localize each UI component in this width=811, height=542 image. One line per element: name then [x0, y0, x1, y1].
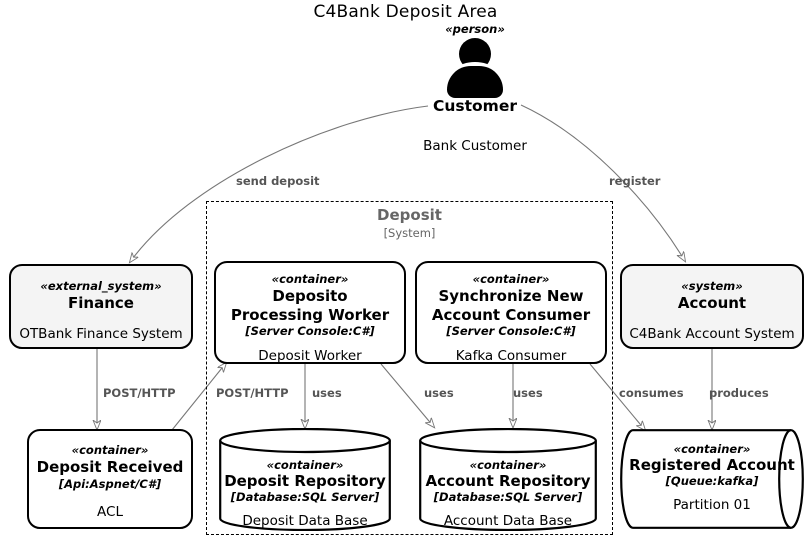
node-account-repository[interactable]: «container» Account Repository [Database…: [419, 428, 597, 531]
person-icon: [405, 38, 545, 98]
deposit-repository-description: Deposit Data Base: [242, 513, 368, 529]
customer-description: Bank Customer: [423, 138, 527, 154]
synchronize-new-account-consumer-stereotype: «container»: [472, 272, 550, 286]
finance-name: Finance: [68, 294, 134, 312]
deposito-processing-worker-description: Deposit Worker: [258, 348, 362, 364]
customer-name: Customer: [432, 97, 517, 115]
account-repository-description: Account Data Base: [443, 513, 573, 529]
page-title: C4Bank Deposit Area: [313, 2, 498, 22]
account-description: C4Bank Account System: [629, 325, 795, 342]
account-repository-name: Account Repository: [425, 472, 591, 490]
account-stereotype: «system»: [681, 279, 743, 293]
node-account[interactable]: «system» Account C4Bank Account System: [620, 264, 804, 349]
synchronize-new-account-consumer-tech: [Server Console:C#]: [446, 324, 576, 338]
finance-stereotype: «external_system»: [40, 279, 162, 293]
edge-label-finance-post-http: POST/HTTP: [103, 386, 176, 400]
database-cylinder-icon: [419, 428, 597, 531]
edge-label-consumer-consumes-registered-account: consumes: [619, 386, 684, 400]
deposito-processing-worker-tech: [Server Console:C#]: [245, 324, 375, 338]
deposito-processing-worker-name: Deposito Processing Worker: [230, 287, 390, 324]
node-customer[interactable]: «person» Customer Bank Customer: [405, 22, 545, 155]
deposit-received-stereotype: «container»: [71, 443, 149, 457]
registered-account-description: Partition 01: [673, 497, 751, 513]
node-synchronize-new-account-consumer[interactable]: «container» Synchronize New Account Cons…: [415, 261, 607, 364]
node-deposit-repository[interactable]: «container» Deposit Repository [Database…: [219, 428, 391, 531]
node-finance[interactable]: «external_system» Finance OTBank Finance…: [9, 264, 193, 349]
node-deposit-received[interactable]: «container» Deposit Received [Api:Aspnet…: [27, 429, 193, 529]
deposit-repository-stereotype: «container»: [266, 458, 344, 472]
edge-label-worker-uses-deposit-repository: uses: [312, 386, 342, 400]
deposito-processing-worker-stereotype: «container»: [271, 272, 349, 286]
edge-label-account-produces-registered-account: produces: [709, 386, 769, 400]
boundary-subtitle: [System]: [383, 226, 436, 240]
account-repository-tech: [Database:SQL Server]: [433, 490, 583, 504]
registered-account-stereotype: «container»: [673, 442, 751, 456]
system-boundary-deposit: [206, 201, 613, 535]
registered-account-tech: [Queue:kafka]: [665, 474, 759, 488]
node-deposito-processing-worker[interactable]: «container» Deposito Processing Worker […: [214, 261, 406, 364]
edge-label-consumer-uses-account-repository: uses: [513, 386, 543, 400]
deposit-repository-tech: [Database:SQL Server]: [230, 490, 380, 504]
account-repository-stereotype: «container»: [469, 458, 547, 472]
account-name: Account: [677, 294, 747, 312]
edge-label-send-deposit: send deposit: [236, 174, 320, 188]
boundary-title: Deposit: [377, 206, 442, 224]
deposit-received-description: ACL: [97, 503, 123, 520]
synchronize-new-account-consumer-description: Kafka Consumer: [455, 348, 567, 364]
deposit-received-tech: [Api:Aspnet/C#]: [58, 476, 162, 491]
edge-label-register: register: [609, 174, 661, 188]
finance-description: OTBank Finance System: [19, 325, 183, 342]
database-cylinder-icon: [219, 428, 391, 531]
node-registered-account[interactable]: «container» Registered Account [Queue:ka…: [620, 429, 804, 529]
edge-label-worker-uses-account-repository: uses: [424, 386, 454, 400]
deposit-repository-name: Deposit Repository: [224, 472, 386, 490]
customer-stereotype: «person»: [445, 22, 505, 36]
synchronize-new-account-consumer-name: Synchronize New Account Consumer: [431, 287, 591, 324]
registered-account-name: Registered Account: [629, 456, 795, 474]
queue-cylinder-icon: [620, 429, 804, 529]
deposit-received-name: Deposit Received: [36, 458, 184, 476]
edge-label-worker-post-http: POST/HTTP: [216, 386, 289, 400]
